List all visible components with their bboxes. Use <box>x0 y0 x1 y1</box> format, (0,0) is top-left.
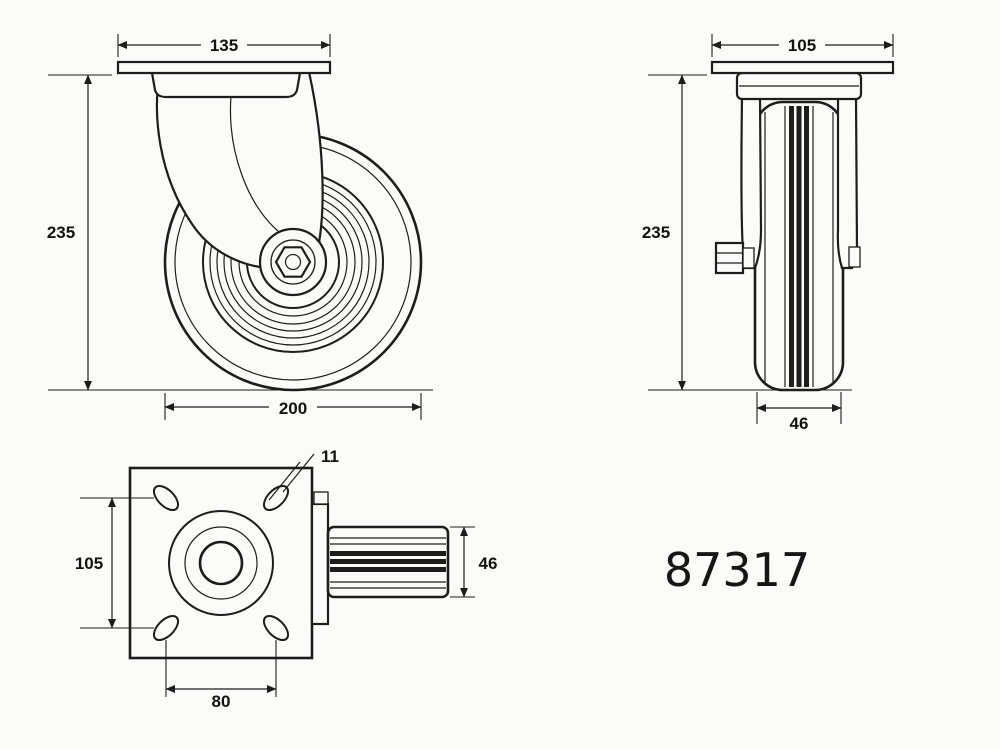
top-kingpin-bolt <box>313 491 329 505</box>
top-hole-spacing-horizontal-label: 80 <box>212 692 231 711</box>
top-view: 11 105 80 46 <box>75 447 498 711</box>
part-number: 87317 <box>664 543 810 597</box>
front-wheel-diameter-label: 200 <box>279 399 307 418</box>
front-hub <box>258 227 328 297</box>
side-fork-right-leg <box>836 95 859 270</box>
front-overall-height-label: 235 <box>47 223 75 242</box>
front-view: 135 235 200 <box>47 34 433 420</box>
side-fork-left-leg <box>740 95 763 270</box>
front-dim-plate-width: 135 <box>117 34 331 57</box>
side-axle-bolt <box>714 241 861 275</box>
axle-nut-icon <box>274 246 312 278</box>
front-plate-width-label: 135 <box>210 36 238 55</box>
side-dim-plate-depth: 105 <box>711 34 894 57</box>
side-plate-depth-label: 105 <box>788 36 816 55</box>
top-dim-wheel-width: 46 <box>450 526 498 598</box>
side-dim-overall-height: 235 <box>642 74 852 391</box>
side-top-plate <box>710 60 895 75</box>
front-swivel-housing <box>150 71 302 99</box>
side-view: 105 235 46 <box>642 34 895 433</box>
front-top-plate <box>116 60 332 75</box>
top-slot-width-label: 11 <box>321 447 339 466</box>
top-wheel <box>326 525 450 599</box>
top-dim-hole-spacing-horizontal: 80 <box>165 640 277 711</box>
front-dim-wheel-diameter: 200 <box>164 393 422 420</box>
top-swivel-raceway <box>168 510 274 616</box>
side-wheel-width-label: 46 <box>790 414 809 433</box>
top-hole-spacing-vertical-label: 105 <box>75 554 103 573</box>
top-mounting-plate <box>128 466 314 660</box>
front-fork-crease <box>229 95 285 237</box>
front-dim-overall-height: 235 <box>47 74 433 391</box>
side-dim-wheel-width: 46 <box>756 392 842 433</box>
top-dim-slot-width: 11 <box>268 447 339 501</box>
side-overall-height-label: 235 <box>642 223 670 242</box>
top-wheel-width-label: 46 <box>479 554 498 573</box>
top-fork-strip <box>310 502 330 626</box>
top-dim-hole-spacing-vertical: 105 <box>75 497 154 629</box>
side-wheel <box>753 100 845 392</box>
